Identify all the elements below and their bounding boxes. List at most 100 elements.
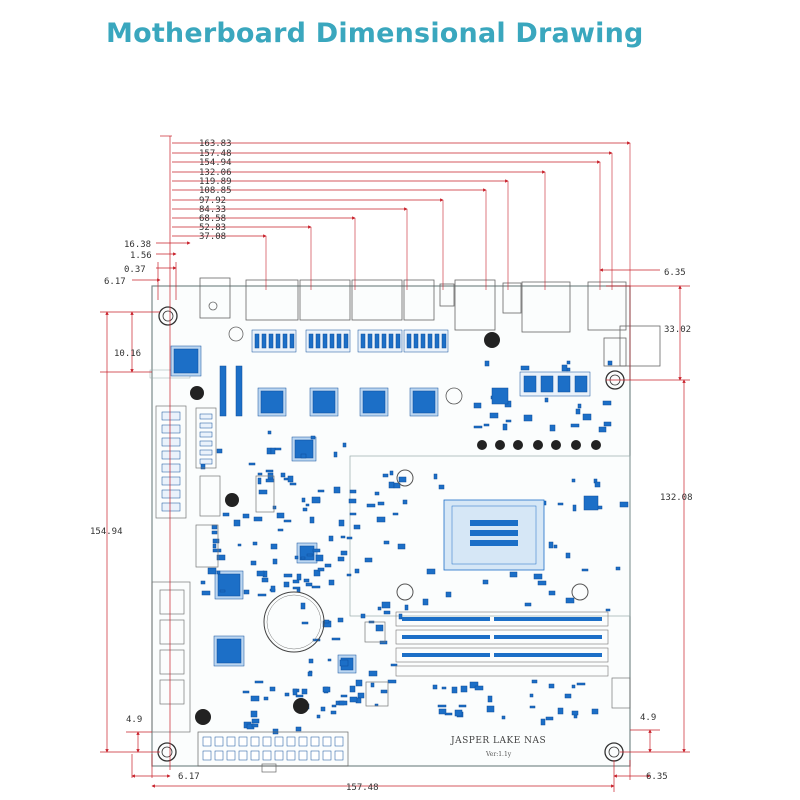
smd-part-8-14 <box>243 589 250 595</box>
smd-part-1-18 <box>324 563 332 568</box>
smd-part-3-6 <box>553 544 558 549</box>
smd-part-4-10 <box>357 692 365 699</box>
smd-part-0-14 <box>301 497 306 503</box>
board-version: Ver:1.1y <box>485 751 512 758</box>
lan-pin-3-2 <box>420 333 426 349</box>
dim-6-17-top: 6.17 <box>104 277 126 287</box>
smd-part-2-23 <box>402 499 408 505</box>
dim-6-35-bottom: 6.35 <box>646 772 668 782</box>
smd-part-4-19 <box>398 613 403 620</box>
dim-top-5: 108.85 <box>199 186 232 196</box>
smd-part-0-11 <box>270 447 276 455</box>
smd-part-2-26 <box>349 512 357 516</box>
smd-part-4-27 <box>390 663 398 667</box>
smd-part-1-26 <box>283 519 292 523</box>
dimension-lines <box>100 135 690 792</box>
smd-part-1-17 <box>346 536 353 540</box>
smd-part-6-9 <box>254 680 264 684</box>
lan-pin-1-2 <box>322 333 328 349</box>
smd-part-1-3 <box>272 505 277 510</box>
smd-part-2-13 <box>376 516 386 523</box>
smd-part-6-26 <box>301 688 308 695</box>
smd-part-7-2 <box>603 421 612 427</box>
smd-part-2-10 <box>374 491 380 496</box>
smd-part-8-7 <box>201 590 211 596</box>
smd-part-0-13 <box>267 430 272 435</box>
atx-pin-10-0 <box>322 736 332 747</box>
smd-part-4-4 <box>300 602 306 610</box>
lan-pin-3-3 <box>427 333 433 349</box>
dim-154-94-vertical: 154.94 <box>90 527 123 537</box>
dim-6-35-top: 6.35 <box>664 268 686 278</box>
smd-part-5-19 <box>576 682 586 686</box>
smd-part-0-20 <box>248 462 256 466</box>
smd-part-2-7 <box>381 601 391 609</box>
atx-pin-11-1 <box>334 750 344 761</box>
smd-part-2-24 <box>393 482 401 489</box>
smd-part-1-27 <box>258 489 268 495</box>
dim-10-16: 10.16 <box>114 349 141 359</box>
smd-part-2-0 <box>383 540 390 545</box>
dim-top-10: 37.08 <box>199 232 226 242</box>
smd-part-0-15 <box>265 478 275 483</box>
smd-part-8-20 <box>212 548 222 553</box>
smd-part-8-10 <box>292 579 300 584</box>
lan-pin-1-0 <box>308 333 314 349</box>
smd-part-5-27 <box>474 685 484 691</box>
smd-part-0-3 <box>274 447 282 451</box>
port-cell-0 <box>523 375 537 393</box>
chip-lan-3 <box>362 390 386 414</box>
smd-part-0-9 <box>222 512 230 517</box>
smd-part-1-6 <box>250 560 257 566</box>
smd-part-4-1 <box>383 610 391 615</box>
smd-part-4-18 <box>368 670 378 677</box>
atx-pin-4-1 <box>250 750 260 761</box>
smd-part-6-18 <box>272 728 279 735</box>
smd-part-8-9 <box>305 582 313 587</box>
smd-part-8-21 <box>237 543 242 547</box>
dim-top-0: 163.83 <box>199 139 232 149</box>
chip-lan-1 <box>260 390 284 414</box>
smd-part-1-13 <box>340 550 348 556</box>
header-pin-1 <box>199 422 213 429</box>
smd-part-0-0 <box>216 448 223 454</box>
smd-part-4-14 <box>331 637 341 641</box>
side-connectors <box>151 405 631 733</box>
smd-part-6-4 <box>251 718 260 724</box>
atx-pin-5-0 <box>262 736 272 747</box>
cpu-package <box>396 469 589 601</box>
smd-part-0-24 <box>287 475 294 483</box>
smd-part-7-17 <box>570 423 580 428</box>
smd-part-8-17 <box>270 543 278 550</box>
dim-1-56: 1.56 <box>130 251 152 261</box>
chip-lan-4 <box>412 390 436 414</box>
atx-pin-8-0 <box>298 736 308 747</box>
smd-part-5-14 <box>564 693 572 699</box>
smd-part-5-8 <box>571 684 576 689</box>
smd-part-2-21 <box>398 476 407 483</box>
smd-part-1-22 <box>280 472 286 478</box>
sata-pin-row-7 <box>161 502 181 512</box>
smd-part-8-26 <box>283 573 293 578</box>
smd-part-1-7 <box>283 581 290 588</box>
smd-part-8-12 <box>294 555 299 560</box>
header-pin-0 <box>199 413 213 420</box>
smd-part-7-1 <box>566 367 571 372</box>
smd-part-6-21 <box>349 696 358 703</box>
smd-part-2-2 <box>438 484 445 490</box>
atx-pin-0-0 <box>202 736 212 747</box>
smd-part-7-8 <box>549 424 556 432</box>
atx-pin-6-0 <box>274 736 284 747</box>
chip-superio <box>173 348 199 374</box>
smd-part-4-25 <box>307 671 313 677</box>
dim-4-9-right: 4.9 <box>640 713 656 723</box>
smd-part-0-27 <box>233 519 241 527</box>
m2-slot-a <box>219 365 227 417</box>
smd-part-8-3 <box>312 548 321 553</box>
smd-part-2-4 <box>433 473 438 480</box>
lan-pin-2-5 <box>395 333 401 349</box>
smd-part-4-20 <box>337 617 344 623</box>
smd-part-1-19 <box>337 556 345 562</box>
chip-aux <box>299 545 315 561</box>
smd-part-2-1 <box>346 573 352 577</box>
